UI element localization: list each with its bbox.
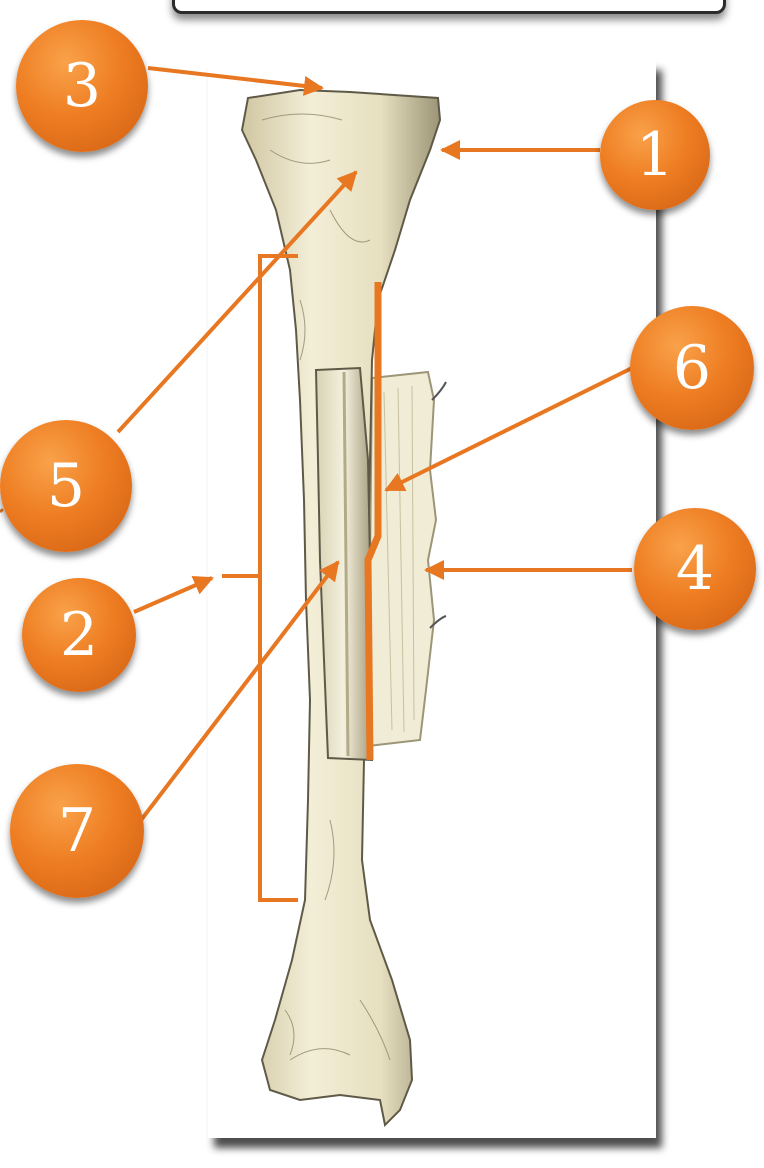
badge-1: 1 <box>600 100 710 210</box>
bracket-2 <box>260 256 298 900</box>
badge-2: 2 <box>22 578 136 692</box>
badge-3: 3 <box>16 20 148 152</box>
badge-6: 6 <box>630 306 754 430</box>
arrow-2 <box>134 578 212 612</box>
badge-7: 7 <box>10 764 144 898</box>
badge-4: 4 <box>634 508 756 630</box>
arrow-3 <box>148 68 322 88</box>
badge-5: 5 <box>0 420 132 552</box>
